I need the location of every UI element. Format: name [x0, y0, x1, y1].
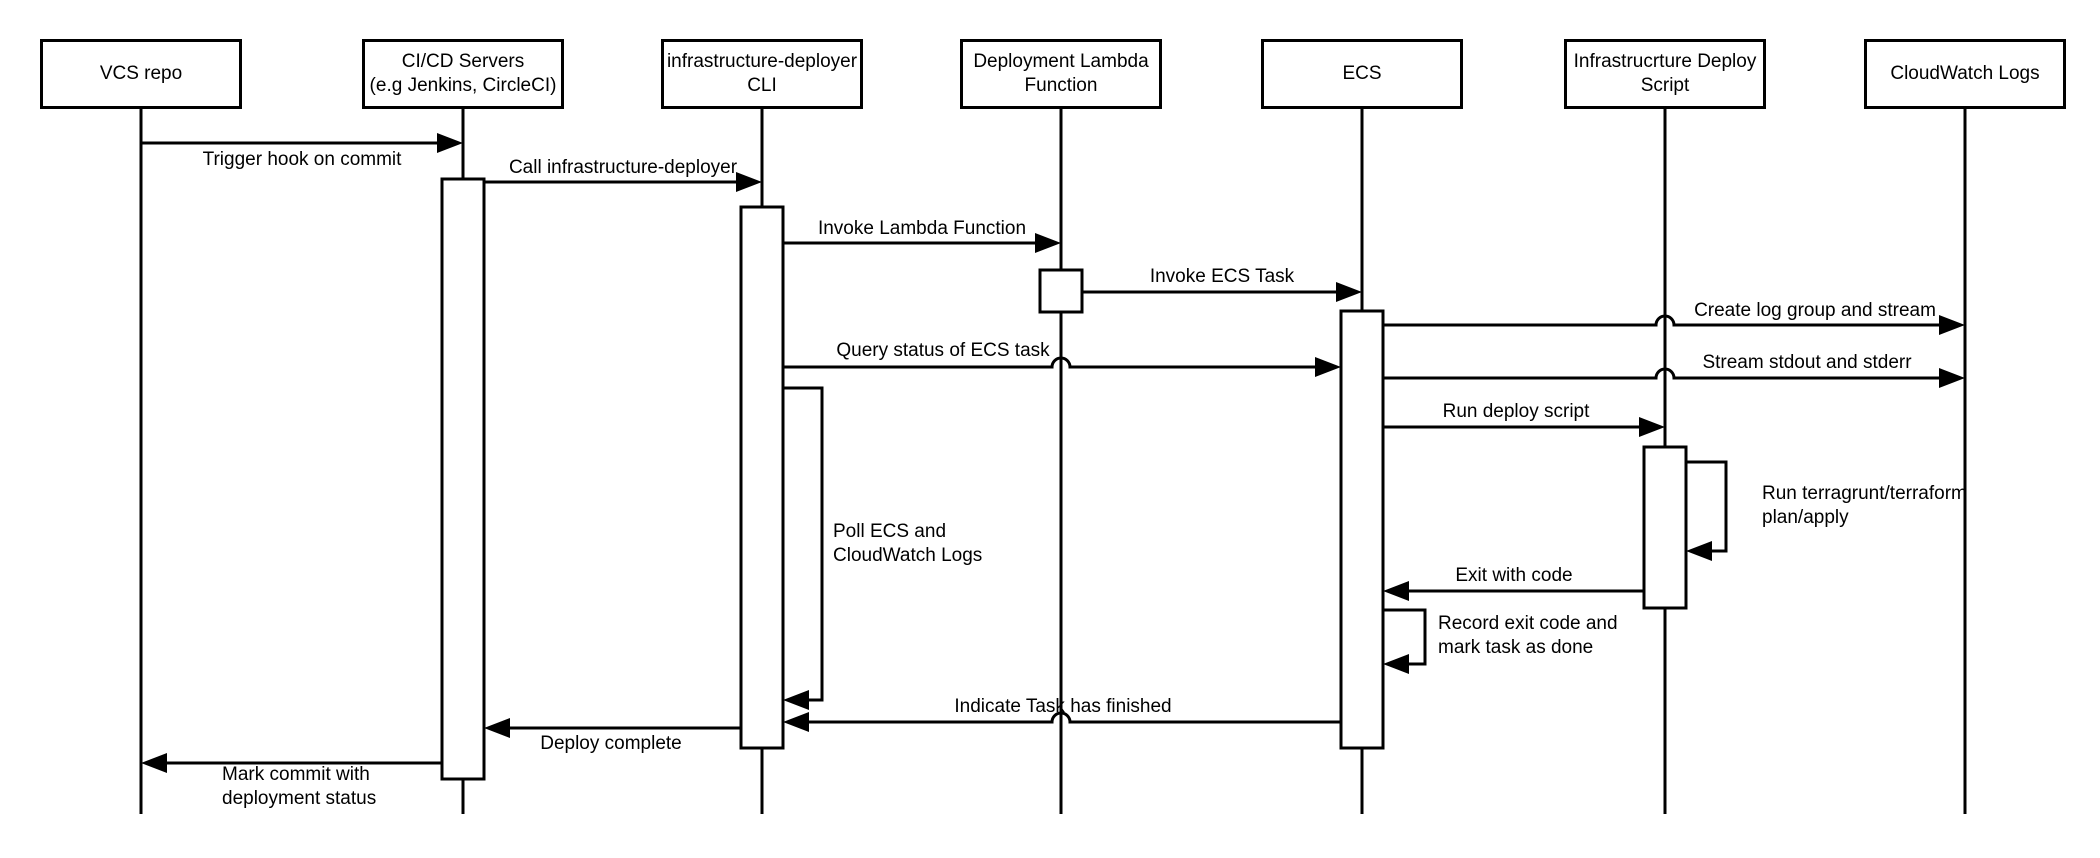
participant-label: CI/CD Servers (e.g Jenkins, CircleCI) [369, 51, 557, 96]
arrowhead-exit-with-code [1383, 581, 1409, 601]
activation-cicd-servers [440, 177, 486, 781]
participant-cloudwatch-logs: CloudWatch Logs [1864, 39, 2066, 109]
arrowhead-record-exit-code [1383, 654, 1409, 674]
arrowhead-trigger-hook-on-commit [437, 133, 463, 153]
participant-label: Infrastrucrture Deploy Script [1573, 51, 1757, 96]
message-label-invoke-lambda-function: Invoke Lambda Function [817, 218, 1027, 239]
arrowhead-run-deploy-script [1639, 417, 1665, 437]
selfloop-record-exit-code [1383, 608, 1427, 666]
participant-vcs-repo: VCS repo [40, 39, 242, 109]
arrowhead-poll-ecs-and-cloudwatch-logs [783, 690, 809, 710]
arrowhead-mark-commit [141, 753, 167, 773]
message-label-trigger-hook-on-commit: Trigger hook on commit [202, 149, 402, 170]
message-line-stream-stdout-and-stderr [1383, 367, 1942, 380]
message-label-mark-commit: Mark commit with deployment status [222, 764, 377, 809]
participant-infrastructure-deployer-cli: infrastructure-deployer CLI [661, 39, 863, 109]
participant-label: VCS repo [99, 63, 183, 84]
arrowhead-deploy-complete [484, 718, 510, 738]
arrowhead-invoke-ecs-task [1336, 282, 1362, 302]
participant-label: CloudWatch Logs [1890, 63, 2040, 84]
message-line-create-log-group-and-stream [1383, 314, 1942, 327]
message-label-invoke-ecs-task: Invoke ECS Task [1149, 266, 1295, 287]
arrowhead-invoke-lambda-function [1035, 233, 1061, 253]
message-label-call-infrastructure-deployer: Call infrastructure-deployer [508, 157, 738, 178]
participant-label: ECS [1342, 63, 1382, 84]
message-label-exit-with-code: Exit with code [1455, 565, 1573, 586]
message-line-query-status-of-ecs-task [783, 356, 1318, 369]
activation-deployment-lambda [1038, 268, 1084, 314]
participant-deployment-lambda: Deployment Lambda Function [960, 39, 1162, 109]
message-label-indicate-task-has-finished: Indicate Task has finished [954, 696, 1172, 717]
message-label-poll-ecs-and-cloudwatch-logs: Poll ECS and CloudWatch Logs [833, 521, 983, 566]
arrowhead-indicate-task-has-finished [783, 712, 809, 732]
message-label-record-exit-code: Record exit code and mark task as done [1438, 613, 1618, 658]
message-label-run-deploy-script: Run deploy script [1442, 401, 1590, 422]
message-line-indicate-task-has-finished [806, 711, 1341, 724]
participant-cicd-servers: CI/CD Servers (e.g Jenkins, CircleCI) [362, 39, 564, 109]
participant-label: Deployment Lambda Function [973, 51, 1149, 96]
selfloop-run-terragrunt-terraform [1686, 460, 1728, 553]
selfloop-poll-ecs-and-cloudwatch-logs [783, 386, 824, 702]
arrowhead-run-terragrunt-terraform [1686, 541, 1712, 561]
activation-ecs [1339, 309, 1385, 750]
arrowhead-call-infrastructure-deployer [736, 172, 762, 192]
participant-label: infrastructure-deployer CLI [666, 51, 858, 96]
participant-infrastructure-deploy-script: Infrastrucrture Deploy Script [1564, 39, 1766, 109]
activation-infrastructure-deploy-script [1642, 445, 1688, 610]
arrowhead-create-log-group-and-stream [1939, 315, 1965, 335]
activation-infrastructure-deployer-cli [739, 205, 785, 750]
arrowhead-query-status-of-ecs-task [1315, 357, 1341, 377]
message-label-stream-stdout-and-stderr: Stream stdout and stderr [1702, 352, 1912, 373]
participant-ecs: ECS [1261, 39, 1463, 109]
arrowhead-stream-stdout-and-stderr [1939, 368, 1965, 388]
message-label-run-terragrunt-terraform: Run terragrunt/terraform plan/apply [1762, 483, 1967, 528]
message-label-query-status-of-ecs-task: Query status of ECS task [836, 340, 1050, 361]
message-label-create-log-group-and-stream: Create log group and stream [1694, 300, 1936, 321]
message-label-deploy-complete: Deploy complete [540, 733, 682, 754]
